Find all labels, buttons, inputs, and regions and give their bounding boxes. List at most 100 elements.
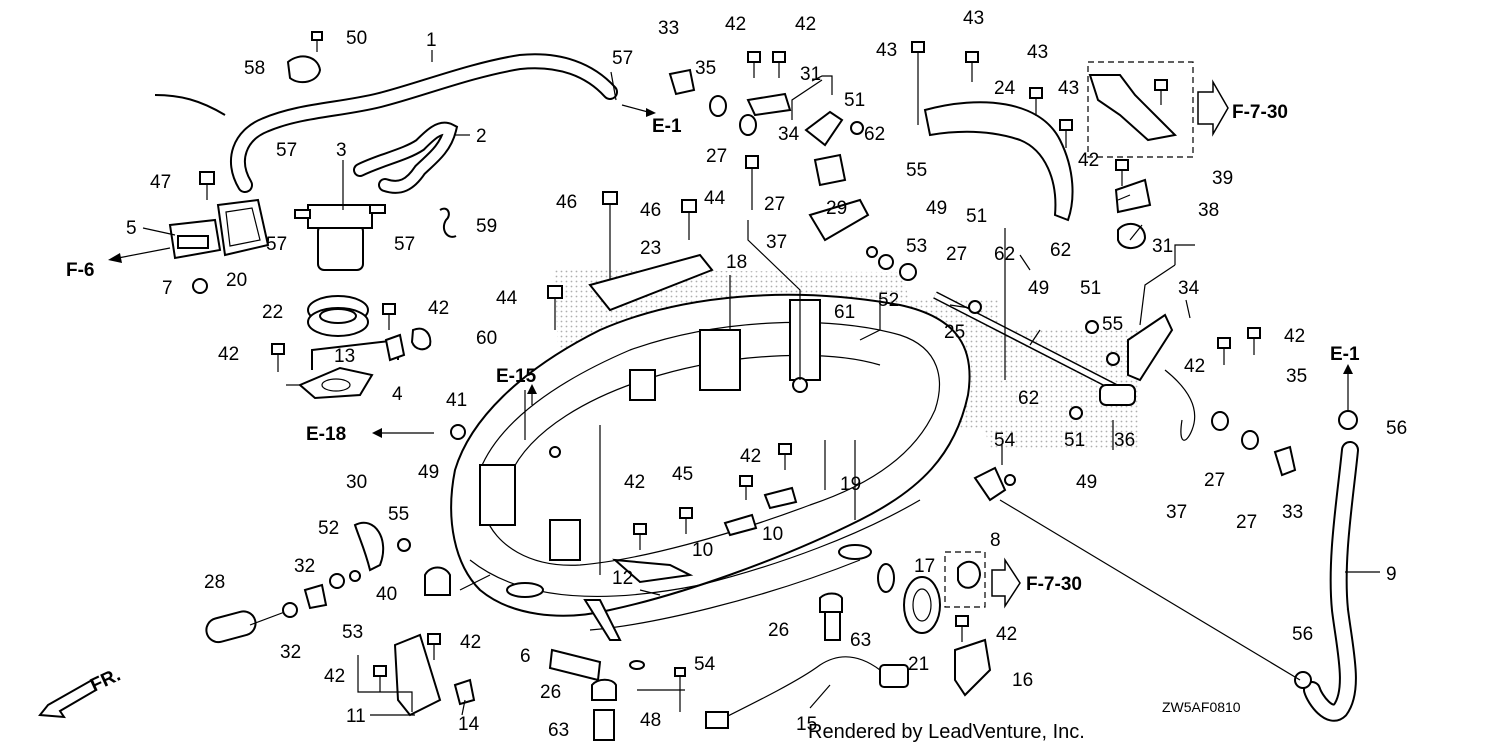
part-label: 24: [994, 78, 1016, 99]
part-label: 37: [766, 232, 787, 253]
part-label: 13: [334, 346, 355, 367]
part-label: 30: [346, 472, 367, 493]
part-label: 51: [1080, 278, 1101, 299]
part-label: 61: [834, 302, 855, 323]
part-label: 43: [876, 40, 897, 61]
part-label: 62: [1018, 388, 1039, 409]
bracket-23: [588, 253, 714, 312]
ref-f730-top: F-7-30: [1232, 102, 1288, 123]
part-label: 14: [458, 714, 480, 735]
part-label: 57: [394, 234, 415, 255]
ref-f6: F-6: [66, 260, 95, 281]
part-label: 34: [778, 124, 800, 145]
part-label: 31: [800, 64, 821, 85]
part-label: 42: [795, 14, 816, 35]
part-label: 36: [1114, 430, 1135, 451]
rod-25: [933, 291, 1136, 406]
part-label: 49: [1028, 278, 1049, 299]
part-label: 17: [914, 556, 935, 577]
part-label: 23: [640, 238, 661, 259]
ref-e1-right: E-1: [1330, 344, 1360, 365]
misc-parts: [154, 55, 1358, 741]
part-label: 20: [226, 270, 247, 291]
part-label: 6: [520, 646, 531, 667]
bolts: [199, 31, 1261, 712]
ring-17: [877, 563, 895, 593]
part-label: 40: [376, 584, 397, 605]
part-label: 28: [204, 572, 225, 593]
part-label: 63: [548, 720, 569, 741]
part-label: 12: [612, 568, 633, 589]
part-label: 5: [126, 218, 137, 239]
part-label: 42: [324, 666, 345, 687]
part-label: 51: [844, 90, 865, 111]
part-label: 50: [346, 28, 367, 49]
part-label: 42: [740, 446, 761, 467]
part-label: 35: [1286, 366, 1307, 387]
part-label: 25: [944, 322, 965, 343]
leader-lines: [142, 50, 1380, 716]
part-label: 49: [418, 462, 439, 483]
part-label: 60: [476, 328, 497, 349]
part-label: 9: [1386, 564, 1397, 585]
part-label: 26: [768, 620, 789, 641]
part-label: 18: [726, 252, 747, 273]
part-label: 7: [162, 278, 173, 299]
part-label: 21: [908, 654, 929, 675]
part-label: 56: [1386, 418, 1407, 439]
ref-e15: E-15: [496, 366, 537, 387]
part-label: 54: [694, 654, 716, 675]
part-label: 26: [540, 682, 561, 703]
part-label: 42: [1184, 356, 1205, 377]
part-label: 42: [1284, 326, 1305, 347]
part-label: 62: [994, 244, 1015, 265]
part-label: 49: [926, 198, 947, 219]
seal-24: [923, 101, 1074, 222]
part-label: 4: [392, 384, 403, 405]
part-label: 32: [294, 556, 315, 577]
part-label: 52: [878, 290, 899, 311]
part-label: 43: [1058, 78, 1079, 99]
part-label: 42: [996, 624, 1017, 645]
part-label: 29: [826, 198, 847, 219]
fuel-pump: [168, 198, 270, 260]
part-label: 27: [1236, 512, 1257, 533]
part-label: 38: [1198, 200, 1219, 221]
part-label: 57: [276, 140, 297, 161]
part-label: 10: [692, 540, 713, 561]
drawing-code: ZW5AF0810: [1162, 699, 1241, 715]
part-label: 47: [150, 172, 171, 193]
part-label: 27: [1204, 470, 1225, 491]
part-label: 19: [840, 474, 861, 495]
part-label: 27: [706, 146, 727, 167]
part-label: 42: [624, 472, 645, 493]
ref-e18: E-18: [306, 424, 346, 445]
fuel-filter: [294, 204, 386, 271]
part-label: 37: [1166, 502, 1187, 523]
part-label: 33: [1282, 502, 1303, 523]
lower-cowling: [450, 293, 971, 641]
part-label: 49: [1076, 472, 1097, 493]
part-label: 51: [1064, 430, 1085, 451]
part-label: 8: [990, 530, 1001, 551]
part-label: 16: [1012, 670, 1033, 691]
part-label: 42: [725, 14, 746, 35]
harness-15: [705, 656, 909, 729]
part-label: 63: [850, 630, 871, 651]
reference-labels: E-1 F-6 F-7-30 F-7-30 E-15 E-18 E-1 FR.: [66, 102, 1360, 697]
part-label: 10: [762, 524, 783, 545]
part-label: 62: [864, 124, 885, 145]
part-label: 2: [476, 126, 487, 147]
part-label: 34: [1178, 278, 1200, 299]
hose-9: [1303, 441, 1359, 722]
part-label: 53: [906, 236, 927, 257]
part-label: 43: [1027, 42, 1048, 63]
part-label: 41: [446, 390, 467, 411]
part-label: 59: [476, 216, 497, 237]
part-label: 22: [262, 302, 283, 323]
part-label: 57: [612, 48, 633, 69]
part-label: 62: [1050, 240, 1071, 261]
cover-4: [298, 366, 374, 400]
part-label: 55: [1102, 314, 1123, 335]
